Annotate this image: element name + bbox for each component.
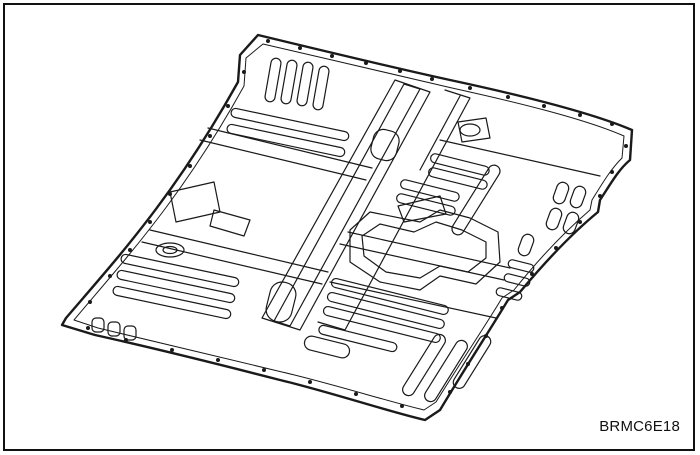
floor-panel-outline xyxy=(60,33,634,422)
edge-bolt-holes xyxy=(86,39,628,408)
figure-code-label: BRMC6E18 xyxy=(599,418,680,435)
rib-pressings xyxy=(91,57,587,403)
center-tunnel xyxy=(261,79,471,331)
floor-panel-flange xyxy=(73,43,625,411)
cross-members xyxy=(141,127,601,319)
mounting-brackets xyxy=(169,117,501,291)
